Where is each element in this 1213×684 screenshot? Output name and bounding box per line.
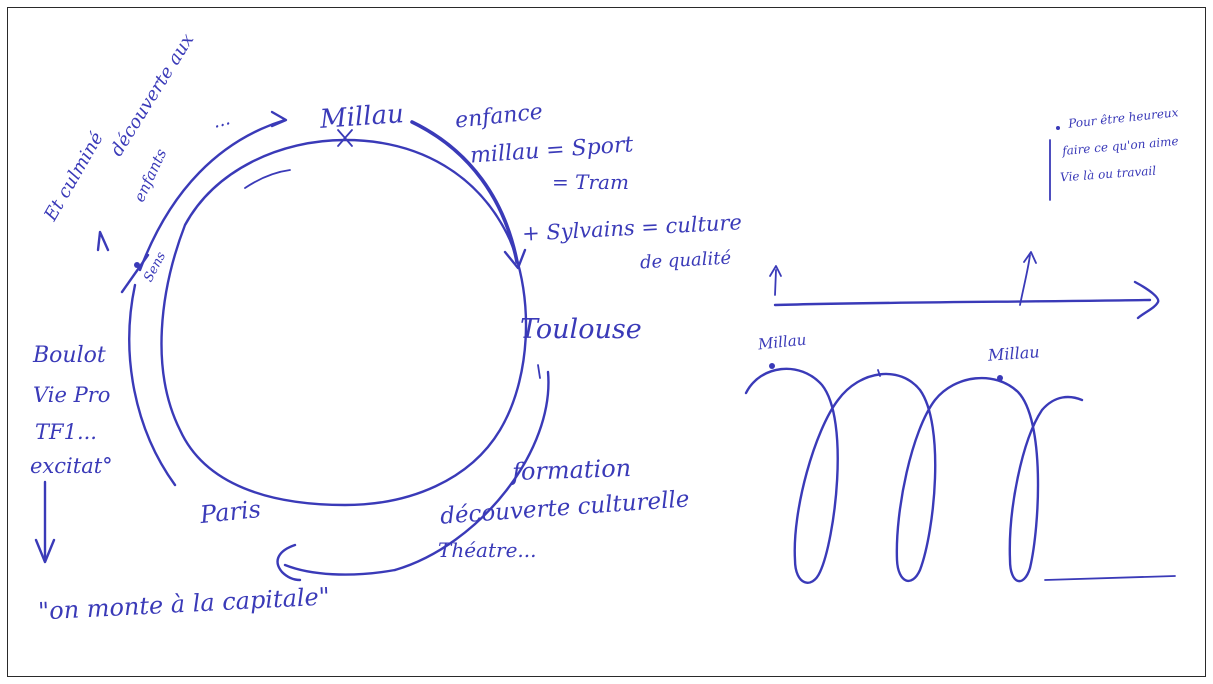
label-vie-pro: Vie Pro	[33, 385, 110, 406]
spiral	[746, 369, 1082, 583]
spiral-dot-1	[769, 363, 775, 369]
label-toulouse: Toulouse	[520, 316, 642, 343]
arrow-left-outer	[129, 285, 175, 485]
label-theatre: Théatre...	[438, 540, 537, 560]
toulouse-tick	[538, 365, 540, 378]
cycle-circle	[161, 140, 526, 505]
arrow-bottom	[285, 565, 395, 575]
arrow-bottom-head	[278, 545, 300, 580]
label-boulot: Boulot	[33, 345, 106, 367]
sens-dot	[134, 262, 140, 268]
arrow-top-left-head	[272, 112, 286, 126]
label-tram: = Tram	[552, 172, 629, 192]
label-de-qualite: de qualité	[640, 250, 732, 273]
timeline-up-arrow-1	[770, 266, 781, 295]
label-tf1: TF1...	[35, 422, 97, 443]
label-formation: formation	[512, 456, 632, 484]
label-millau-top: Millau	[319, 101, 404, 133]
timeline-up-arrow-2	[1020, 252, 1036, 305]
note-bullet	[1056, 126, 1060, 130]
timeline-arrow	[775, 300, 1150, 305]
label-excitation: excitat°	[30, 456, 113, 477]
label-spiral-millau-2: Millau	[988, 344, 1041, 364]
label-paris: Paris	[199, 497, 262, 527]
spiral-dot-2	[997, 375, 1003, 381]
small-arrow-left	[98, 232, 108, 250]
cycle-inner-stroke	[245, 170, 290, 188]
underline	[1045, 576, 1175, 580]
arrow-top-left	[140, 120, 285, 270]
